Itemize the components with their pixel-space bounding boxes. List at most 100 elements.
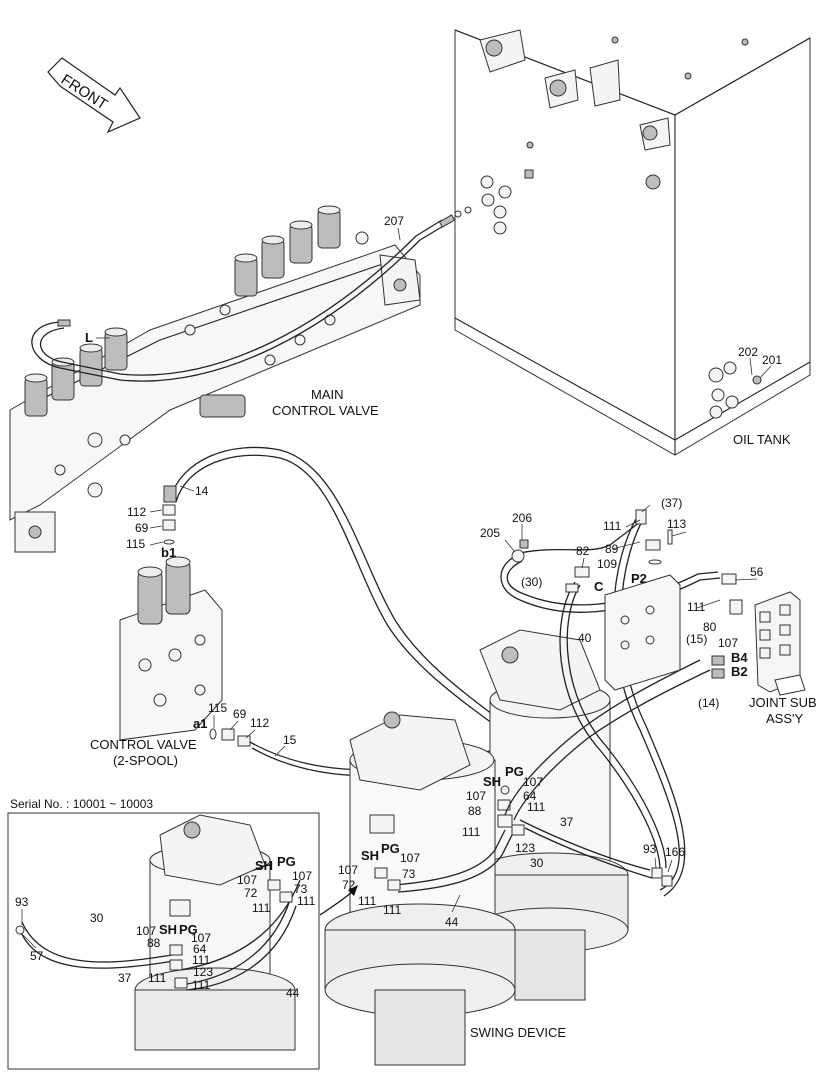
- callout-82: 82: [576, 544, 590, 558]
- b1-fittings: [162, 504, 176, 545]
- callout-111-c: 111: [527, 800, 546, 814]
- callout-37: 37: [560, 815, 574, 829]
- inset-111-b: 111: [297, 894, 316, 908]
- caption-serial: Serial No. : 10001 ~ 10003: [10, 797, 153, 811]
- inset-111-d: 111: [148, 971, 167, 985]
- callout-111-b: 111: [687, 600, 706, 614]
- inset-30: 30: [90, 911, 104, 925]
- port-b1: b1: [161, 545, 176, 560]
- swing-device-rear: [471, 629, 629, 1001]
- callout-113: 113: [667, 517, 686, 531]
- callout-30b: 30: [530, 856, 544, 870]
- port-L: L: [85, 330, 93, 345]
- caption-main-1: MAIN: [311, 387, 344, 402]
- inset-64: 64: [193, 942, 207, 956]
- callout-44: 44: [445, 915, 459, 929]
- inset-port-PG: PG: [277, 854, 296, 869]
- inset-107-c: 107: [136, 924, 156, 938]
- callout-14-paren: (14): [698, 696, 719, 710]
- callout-56: 56: [750, 565, 764, 579]
- inset-57: 57: [30, 949, 44, 963]
- callout-15-paren: (15): [686, 632, 707, 646]
- port-B2: B2: [731, 664, 748, 679]
- solenoid-row-upper: [234, 205, 341, 297]
- callout-123: 123: [515, 841, 535, 855]
- control-valve-2spool: [119, 556, 223, 741]
- callout-89: 89: [605, 542, 619, 556]
- caption-main-2: CONTROL VALVE: [272, 403, 379, 418]
- main-control-valve: [9, 205, 421, 553]
- port-PG-2: PG: [381, 841, 400, 856]
- callout-112-top: 112: [127, 505, 146, 519]
- caption-oil-tank: OIL TANK: [733, 432, 791, 447]
- front-arrow: FRONT: [47, 57, 141, 134]
- inset-111-e: 111: [192, 978, 211, 992]
- inset-73: 73: [294, 882, 308, 896]
- callout-109: 109: [597, 557, 617, 571]
- callout-107-a: 107: [718, 636, 738, 650]
- port-SH-2: SH: [361, 848, 379, 863]
- inset-port-SH: SH: [255, 858, 273, 873]
- a1-fittings: [209, 728, 251, 747]
- callout-107-d: 107: [338, 863, 358, 877]
- callout-115-bottom: 115: [208, 701, 227, 715]
- port-PG: PG: [505, 764, 524, 779]
- inset-port-PG-2: PG: [179, 922, 198, 937]
- port-P2: P2: [631, 571, 647, 586]
- inset-37: 37: [118, 971, 132, 985]
- inset-port-SH-2: SH: [159, 922, 177, 937]
- callout-205: 205: [480, 526, 500, 540]
- inset-107-d: 107: [191, 931, 211, 945]
- caption-joint-1: JOINT SUB: [749, 695, 817, 710]
- callout-73: 73: [402, 867, 416, 881]
- caption-joint-2: ASS'Y: [766, 711, 803, 726]
- caption-swing-device: SWING DEVICE: [470, 1025, 566, 1040]
- callout-69-top: 69: [135, 521, 149, 535]
- inset-123: 123: [193, 965, 213, 979]
- port-a1: a1: [193, 716, 207, 731]
- callout-111-d: 111: [462, 825, 481, 839]
- inset-93: 93: [15, 895, 29, 909]
- manifold-block: [604, 574, 681, 691]
- inset-111-a: 111: [252, 901, 271, 915]
- callout-111-f: 111: [383, 903, 402, 917]
- callout-30-paren: (30): [521, 575, 542, 589]
- callout-107-c: 107: [466, 789, 486, 803]
- callout-69-bottom: 69: [233, 707, 247, 721]
- callout-88: 88: [468, 804, 482, 818]
- caption-cv2-2: (2-SPOOL): [113, 753, 178, 768]
- port-SH: SH: [483, 774, 501, 789]
- callout-166: 166: [665, 845, 685, 859]
- port-B4: B4: [731, 650, 748, 665]
- callout-111-a: 111: [603, 519, 622, 533]
- inset-107-b: 107: [292, 869, 312, 883]
- oil-tank: [454, 29, 811, 456]
- callout-80: 80: [703, 620, 717, 634]
- callout-37-paren: (37): [661, 496, 682, 510]
- callout-201: 201: [762, 353, 782, 367]
- inset-72: 72: [244, 886, 258, 900]
- sh-pg-fittings-main: [374, 785, 525, 891]
- port-C: C: [594, 579, 604, 594]
- callout-115-top: 115: [126, 537, 145, 551]
- serial-inset: [7, 812, 320, 1070]
- inset-88: 88: [147, 936, 161, 950]
- callout-207: 207: [384, 214, 404, 228]
- callout-202: 202: [738, 345, 758, 359]
- callout-93: 93: [643, 842, 657, 856]
- callout-107-e: 107: [400, 851, 420, 865]
- inset-44: 44: [286, 986, 300, 1000]
- joint-sub-assy: [754, 591, 806, 696]
- callout-112-bottom: 112: [250, 716, 269, 730]
- caption-cv2-1: CONTROL VALVE: [90, 737, 197, 752]
- swing-device-front: [324, 711, 516, 1066]
- callout-14: 14: [195, 484, 209, 498]
- callout-15: 15: [283, 733, 297, 747]
- callout-111-e: 111: [358, 894, 377, 908]
- callout-40: 40: [578, 631, 592, 645]
- inset-111-c: 111: [192, 953, 211, 967]
- callout-206: 206: [512, 511, 532, 525]
- inset-107-a: 107: [237, 873, 257, 887]
